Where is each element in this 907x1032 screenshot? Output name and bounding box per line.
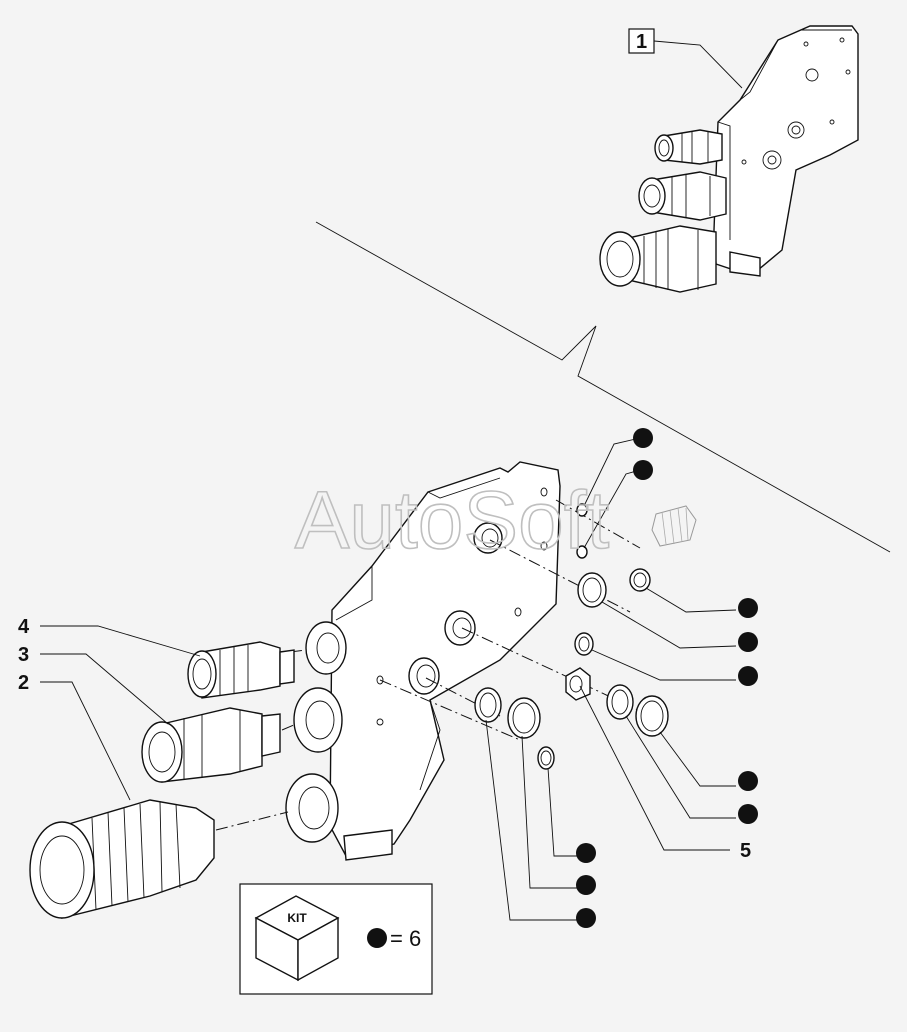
coupling-2 — [29, 799, 215, 919]
callout-2: 2 — [18, 672, 29, 694]
kit-dot-icon — [367, 928, 387, 948]
coupling-4 — [187, 641, 295, 699]
coupling-3 — [141, 707, 281, 783]
callout-4: 4 — [18, 616, 30, 638]
separator-break-line — [315, 221, 891, 553]
kit-legend: KIT = 6 — [239, 883, 433, 995]
manifold-block — [285, 461, 561, 861]
assembly-overview: 1 — [599, 25, 859, 293]
seal-rings — [474, 503, 697, 770]
callout-leaders — [40, 437, 737, 921]
callout-1: 1 — [636, 31, 647, 53]
watermark: AutoSoft — [295, 475, 610, 566]
kit-marker-dots — [576, 428, 758, 928]
kit-equation: = 6 — [390, 926, 421, 951]
callout-5: 5 — [740, 840, 751, 862]
callout-3: 3 — [18, 644, 29, 666]
kit-label: KIT — [287, 911, 307, 925]
